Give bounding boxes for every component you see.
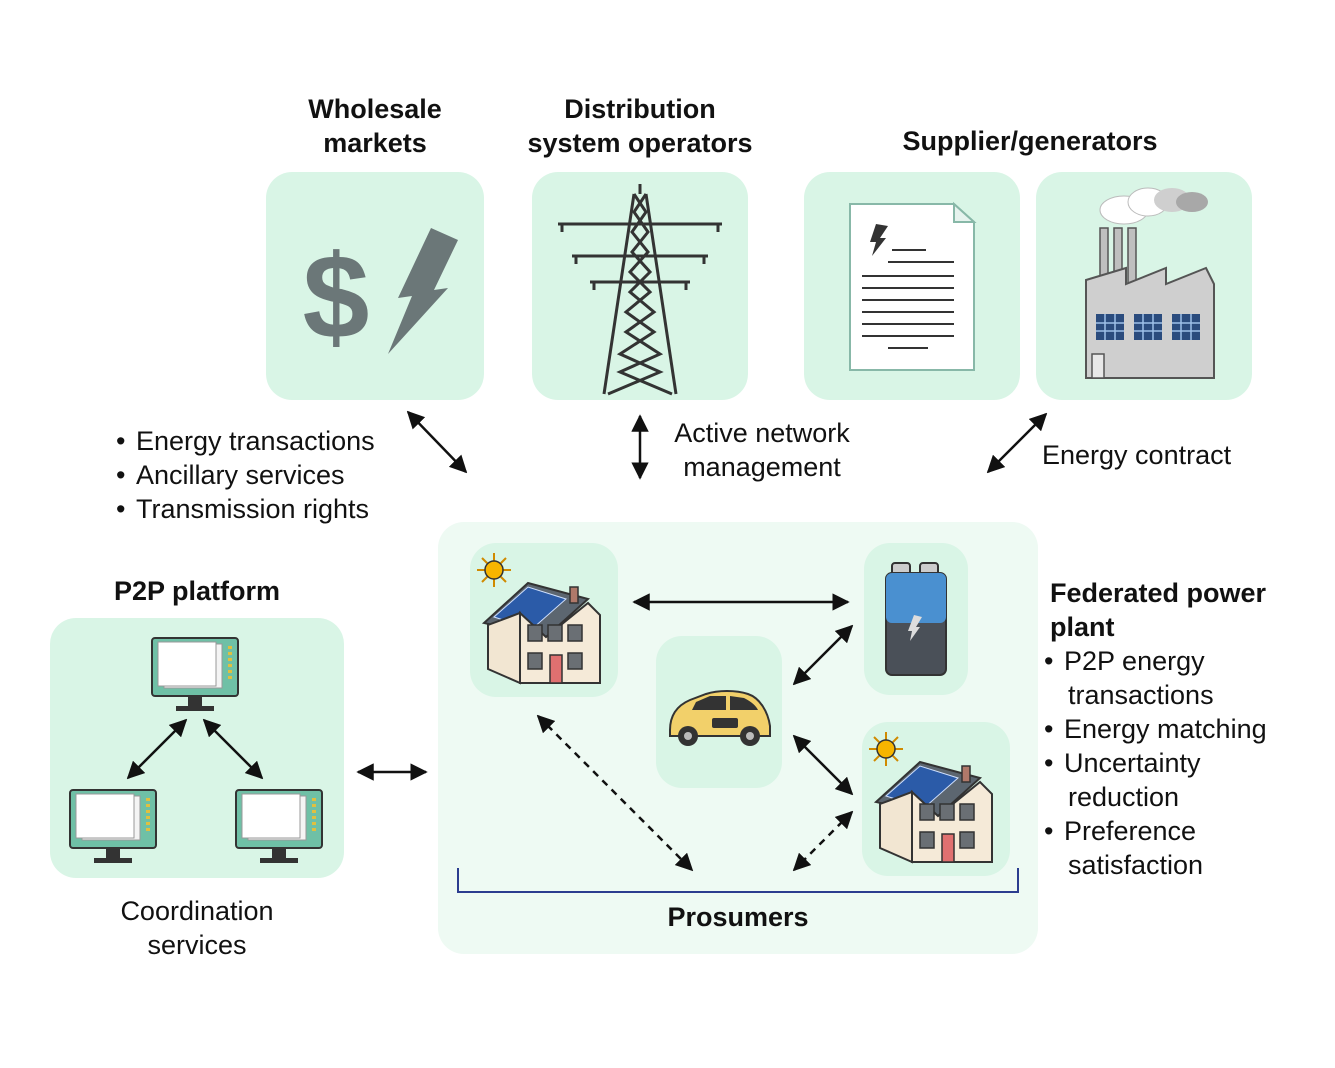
dso-title-line1: Distribution bbox=[564, 94, 716, 124]
fpp-title-line1: Federated power bbox=[1050, 578, 1267, 608]
list-item: Ancillary services bbox=[116, 458, 375, 492]
solar-house-icon bbox=[477, 553, 601, 685]
dso-panel bbox=[532, 172, 748, 400]
p2p-platform-title: P2P platform bbox=[113, 576, 281, 606]
list-item: Energy transactions bbox=[116, 424, 375, 458]
generator-panel bbox=[1036, 172, 1252, 400]
dso-title: Distribution system operators bbox=[500, 92, 780, 160]
ev-house-arrow bbox=[792, 734, 854, 796]
wholesale-link-arrow bbox=[406, 410, 468, 474]
fpp-title-line2: plant bbox=[1050, 612, 1115, 642]
battery-icon bbox=[885, 562, 947, 676]
battery-ev-arrow bbox=[792, 624, 854, 686]
factory-icon bbox=[1085, 187, 1215, 379]
contract-document-icon bbox=[849, 201, 977, 371]
prosumers-label: Prosumers bbox=[667, 902, 809, 932]
list-item: Uncertainty reduction bbox=[1044, 746, 1320, 814]
coordination-services-label: Coordination services bbox=[50, 894, 344, 962]
battery-panel bbox=[864, 543, 968, 695]
coordination-line2: services bbox=[147, 930, 247, 960]
supplier-generators-title: Supplier/generators bbox=[902, 126, 1158, 156]
energy-contract-label: Energy contract bbox=[1042, 440, 1232, 470]
contract-panel bbox=[804, 172, 1020, 400]
house-panel-1 bbox=[470, 543, 618, 697]
house-panel-2 bbox=[862, 722, 1010, 876]
active-network-management-label: Active network management bbox=[652, 416, 872, 484]
house-prosumers-dashed-arrow bbox=[536, 714, 694, 872]
dso-label-line1: Active network bbox=[674, 418, 850, 448]
list-item: Energy matching bbox=[1044, 712, 1320, 746]
prosumers-bracket bbox=[457, 868, 1019, 893]
list-item: P2P energy transactions bbox=[1044, 644, 1320, 712]
dso-label-line2: management bbox=[683, 452, 841, 482]
monitor-link-arrow bbox=[126, 718, 188, 780]
wholesale-services-list: Energy transactions Ancillary services T… bbox=[116, 424, 375, 526]
wholesale-markets-panel: $ bbox=[266, 172, 484, 400]
list-item: Transmission rights bbox=[116, 492, 375, 526]
fpp-title: Federated power plant bbox=[1050, 576, 1320, 644]
list-item: Preference satisfaction bbox=[1044, 814, 1320, 882]
federated-power-plant-box: Federated power plant P2P energy transac… bbox=[1044, 576, 1320, 882]
fpp-bullets: P2P energy transactions Energy matching … bbox=[1044, 644, 1320, 882]
house2-prosumers-dashed-arrow bbox=[792, 810, 854, 872]
dso-title-line2: system operators bbox=[527, 128, 753, 158]
p2p-platform-panel bbox=[50, 618, 344, 878]
supplier-link-arrow bbox=[986, 412, 1048, 474]
transmission-tower-icon bbox=[558, 184, 722, 396]
dollar-lightning-icon: $ bbox=[303, 228, 458, 364]
svg-text:$: $ bbox=[303, 230, 370, 364]
wholesale-title-line2: markets bbox=[323, 128, 427, 158]
solar-house-icon bbox=[869, 732, 993, 864]
monitor-link-arrow bbox=[202, 718, 264, 780]
wholesale-title-line1: Wholesale bbox=[308, 94, 442, 124]
coordination-line1: Coordination bbox=[120, 896, 274, 926]
wholesale-markets-title: Wholesale markets bbox=[266, 92, 484, 160]
